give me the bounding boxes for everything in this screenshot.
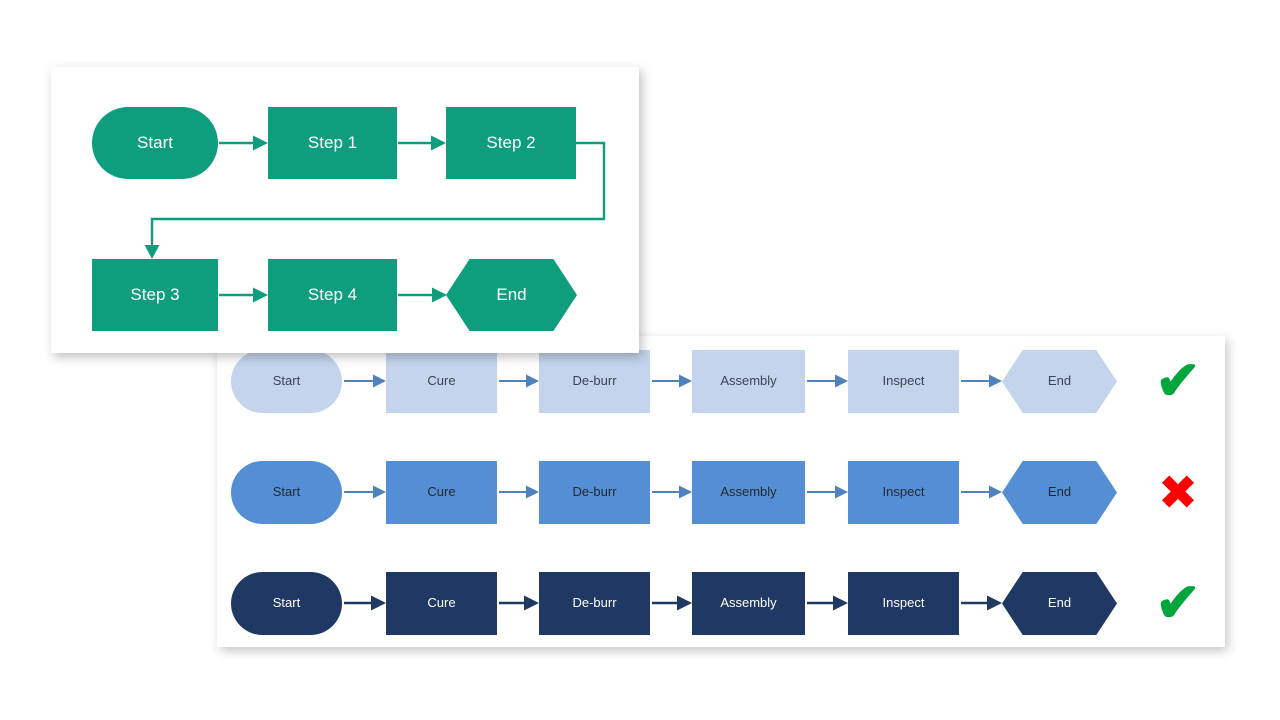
node-label: Step 4 (307, 284, 358, 304)
node-label: Start (272, 484, 301, 500)
node-label: Step 2 (486, 132, 536, 152)
node-label: End (1047, 595, 1072, 611)
node-cure-dark[interactable]: Cure (386, 572, 497, 635)
node-cure-light[interactable]: Cure (386, 350, 497, 413)
top-card-connectors (144, 135, 606, 303)
node-assembly-medium[interactable]: Assembly (692, 461, 805, 524)
node-label: End (1047, 373, 1072, 389)
node-cure-medium[interactable]: Cure (386, 461, 497, 524)
node-label: Inspect (882, 484, 925, 500)
node-start-light[interactable]: Start (231, 350, 342, 413)
node-inspect-light[interactable]: Inspect (848, 350, 959, 413)
node-inspect-dark[interactable]: Inspect (848, 572, 959, 635)
node-end-dark[interactable]: End (1002, 572, 1117, 635)
node-step4[interactable]: Step 4 (268, 259, 397, 331)
node-label: Cure (427, 595, 456, 611)
node-start-medium[interactable]: Start (231, 461, 342, 524)
node-label: Start (272, 373, 301, 389)
node-label: De-burr (572, 595, 617, 611)
check-icon: ✔ (1155, 351, 1201, 411)
status-cross-icon-medium: ✖ (1146, 460, 1210, 526)
check-icon: ✔ (1155, 573, 1201, 633)
node-label: End (496, 284, 527, 304)
node-deburr-light[interactable]: De-burr (539, 350, 650, 413)
node-label: Start (272, 595, 301, 611)
row-medium-connectors (344, 485, 1002, 499)
flow-variants-card: Start Cure De-burr Assembly Inspect End (217, 336, 1225, 647)
status-check-icon-light: ✔ (1146, 348, 1210, 414)
row-light-connectors (344, 374, 1002, 388)
node-end-light[interactable]: End (1002, 350, 1117, 413)
node-assembly-light[interactable]: Assembly (692, 350, 805, 413)
node-step1[interactable]: Step 1 (268, 107, 397, 179)
node-label: Assembly (720, 373, 777, 389)
node-label: Cure (427, 373, 456, 389)
node-step2[interactable]: Step 2 (446, 107, 576, 179)
node-label: De-burr (572, 484, 617, 500)
node-inspect-medium[interactable]: Inspect (848, 461, 959, 524)
cross-icon: ✖ (1157, 465, 1199, 521)
row-dark-connectors (344, 595, 1002, 611)
node-label: End (1047, 484, 1072, 500)
node-assembly-dark[interactable]: Assembly (692, 572, 805, 635)
node-deburr-medium[interactable]: De-burr (539, 461, 650, 524)
node-label: Assembly (720, 595, 777, 611)
generic-flowchart-card: Start Step 1 Step 2 Step 3 Step 4 End (51, 67, 639, 353)
node-label: Assembly (720, 484, 777, 500)
node-label: Start (137, 132, 173, 152)
node-label: Cure (427, 484, 456, 500)
node-step3[interactable]: Step 3 (92, 259, 218, 331)
node-end[interactable]: End (446, 259, 577, 331)
node-label: Inspect (882, 595, 925, 611)
node-start[interactable]: Start (92, 107, 218, 179)
status-check-icon-dark: ✔ (1146, 570, 1210, 636)
node-end-medium[interactable]: End (1002, 461, 1117, 524)
node-label: Step 3 (130, 284, 180, 304)
node-start-dark[interactable]: Start (231, 572, 342, 635)
node-label: De-burr (572, 373, 617, 389)
node-deburr-dark[interactable]: De-burr (539, 572, 650, 635)
node-label: Step 1 (307, 132, 358, 152)
node-label: Inspect (882, 373, 925, 389)
